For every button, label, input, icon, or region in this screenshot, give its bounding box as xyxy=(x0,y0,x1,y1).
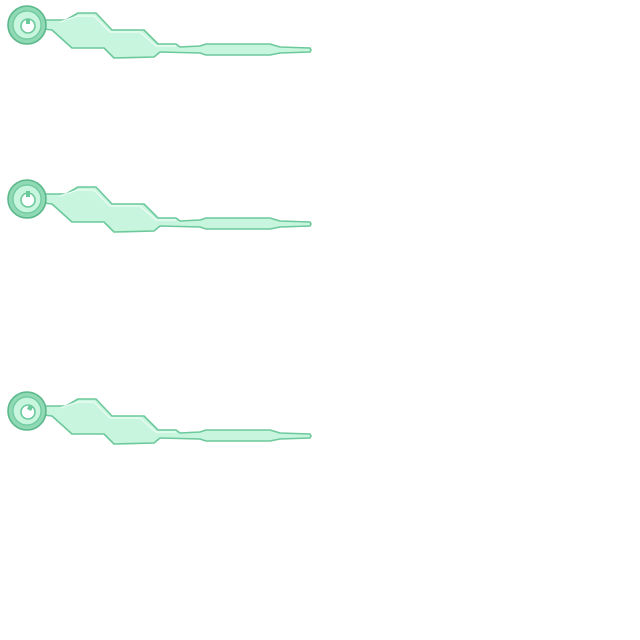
needle-body xyxy=(43,12,312,59)
needle-hub xyxy=(7,179,47,219)
needle-hub xyxy=(7,5,47,45)
needle-pointer-icon xyxy=(0,386,320,456)
needle-pointer-graphic xyxy=(7,179,312,233)
needle-pointer-icon xyxy=(0,174,320,244)
needle-body xyxy=(43,186,312,233)
needle-pointer-graphic xyxy=(7,5,312,59)
needle-pointer-graphic xyxy=(7,391,312,445)
needle-pointer-icon xyxy=(0,0,320,70)
needle-hub xyxy=(7,391,47,431)
needle-body xyxy=(43,398,312,445)
